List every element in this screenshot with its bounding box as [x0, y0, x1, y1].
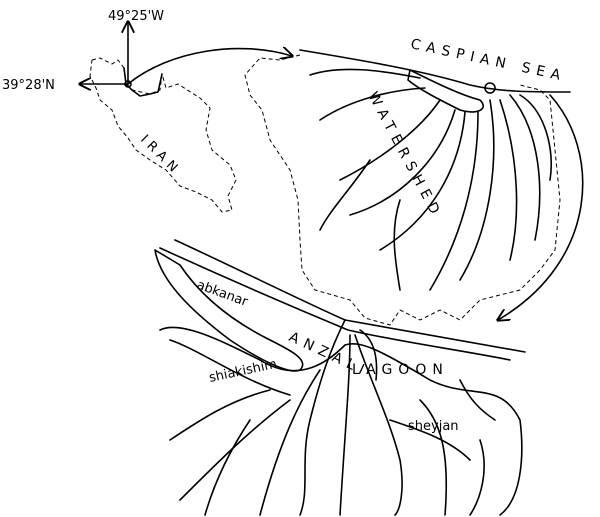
- lagoon-label-part2: LAGOON: [352, 362, 449, 378]
- abkanar-basin: [154, 249, 304, 372]
- iran-inset: IRAN 49°25'W 39°28'N: [2, 9, 292, 213]
- watershed-boundary: [244, 54, 561, 326]
- sheyjan-label: sheyjan: [408, 419, 459, 434]
- watershed-rivers: [309, 68, 553, 291]
- coastline-inner: [159, 247, 511, 361]
- lagoon-outline: [407, 69, 485, 113]
- sea-label: CASPIAN SEA: [409, 36, 567, 85]
- zoom-arrow-1: [127, 49, 292, 85]
- watershed-map: CASPIAN SEA WATERSHED: [244, 36, 584, 326]
- caspian-coastline: [299, 49, 571, 93]
- lagoon-south-shore: [159, 326, 523, 516]
- shiakishim-label: shiakishim: [208, 357, 279, 386]
- lagoon-mouth: [484, 82, 496, 94]
- iran-border: [89, 57, 237, 213]
- lagoon-rivers: [169, 319, 496, 516]
- zoom-arrow-2: [498, 94, 584, 320]
- longitude-label: 49°25'W: [108, 9, 164, 24]
- latitude-label: 39°28'N: [2, 78, 55, 93]
- lagoon-detail-map: abkanar ANZALI LAGOON shiakishim sheyjan: [154, 239, 526, 516]
- abkanar-label: abkanar: [195, 278, 251, 310]
- location-marker: [124, 80, 132, 88]
